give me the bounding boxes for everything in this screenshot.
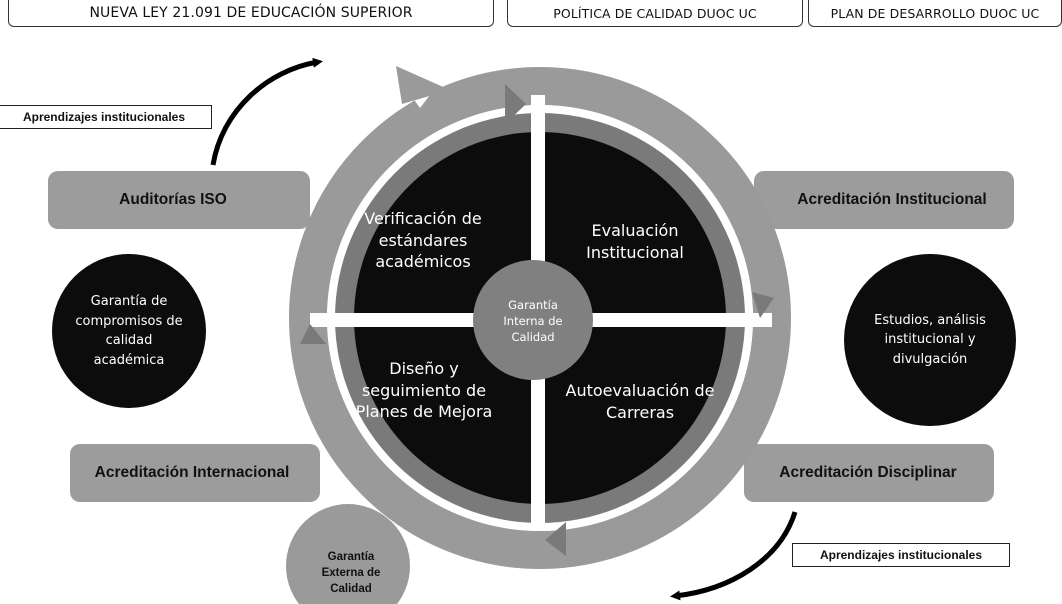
quadrant-verificacion: Verificación de estándares académicos xyxy=(364,209,482,272)
acreditacion-institucional-bar xyxy=(754,171,1014,229)
compromisos-circle: Garantía de compromisos de calidad acadé… xyxy=(52,254,206,408)
arrowhead-left xyxy=(300,324,326,344)
aprendizajes-top-label: Aprendizajes institucionales xyxy=(0,105,212,129)
acreditacion-disciplinar-label: Acreditación Disciplinar xyxy=(779,464,957,481)
arrowhead-right xyxy=(752,292,774,318)
acreditacion-internacional-label: Acreditación Internacional xyxy=(94,464,290,481)
quadrant-diseno: Diseño y seguimiento de Planes de Mejora xyxy=(355,359,493,422)
arrowhead-top xyxy=(505,84,526,124)
curved-arrow-top xyxy=(210,57,323,166)
acreditacion-internacional-bar xyxy=(70,444,320,502)
quadrant-evaluacion: Evaluación Institucional xyxy=(586,221,684,262)
estudios-circle: Estudios, análisis institucional y divul… xyxy=(844,254,1016,426)
auditorias-label: Auditorías ISO xyxy=(119,191,227,208)
quadrant-autoevaluacion: Autoevaluación de Carreras xyxy=(565,381,715,422)
arrowhead-bottom xyxy=(545,522,566,556)
acreditacion-institucional-label: Acreditación Institucional xyxy=(797,191,987,208)
aprendizajes-bottom-label: Aprendizajes institucionales xyxy=(792,543,1010,567)
curved-arrow-bottom xyxy=(670,511,798,601)
garantia-externa-label: Garantía Externa de Calidad xyxy=(321,551,381,596)
acreditacion-disciplinar-bar xyxy=(744,444,994,502)
politica-header: POLÍTICA DE CALIDAD DUOC UC xyxy=(507,0,803,27)
ley-header: NUEVA LEY 21.091 DE EDUCACIÓN SUPERIOR xyxy=(8,0,494,27)
center-circle xyxy=(473,260,593,380)
garantia-externa-circle xyxy=(286,504,410,604)
garantia-interna-label: Garantía Interna de Calidad xyxy=(503,298,563,345)
auditorias-bar xyxy=(48,171,310,229)
plan-header: PLAN DE DESARROLLO DUOC UC xyxy=(808,0,1062,27)
